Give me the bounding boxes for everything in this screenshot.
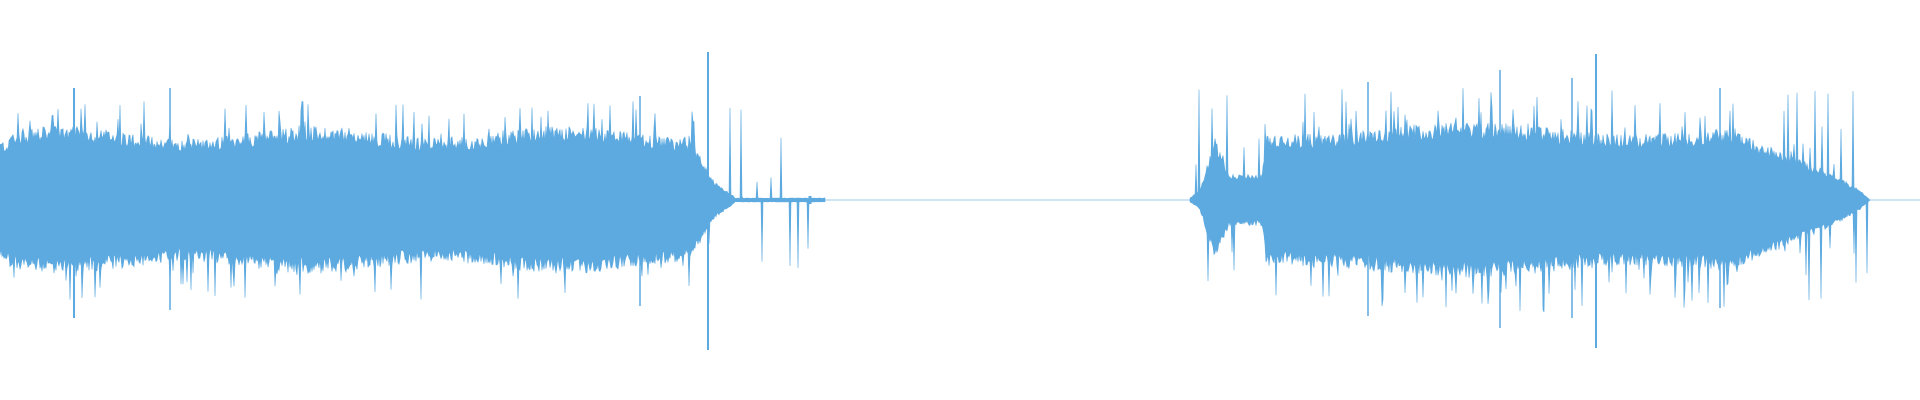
waveform-clip-1 [0,52,826,350]
waveform-envelope [1189,88,1871,313]
waveform-envelope [0,101,826,300]
waveform-clip-2 [1189,54,1871,348]
